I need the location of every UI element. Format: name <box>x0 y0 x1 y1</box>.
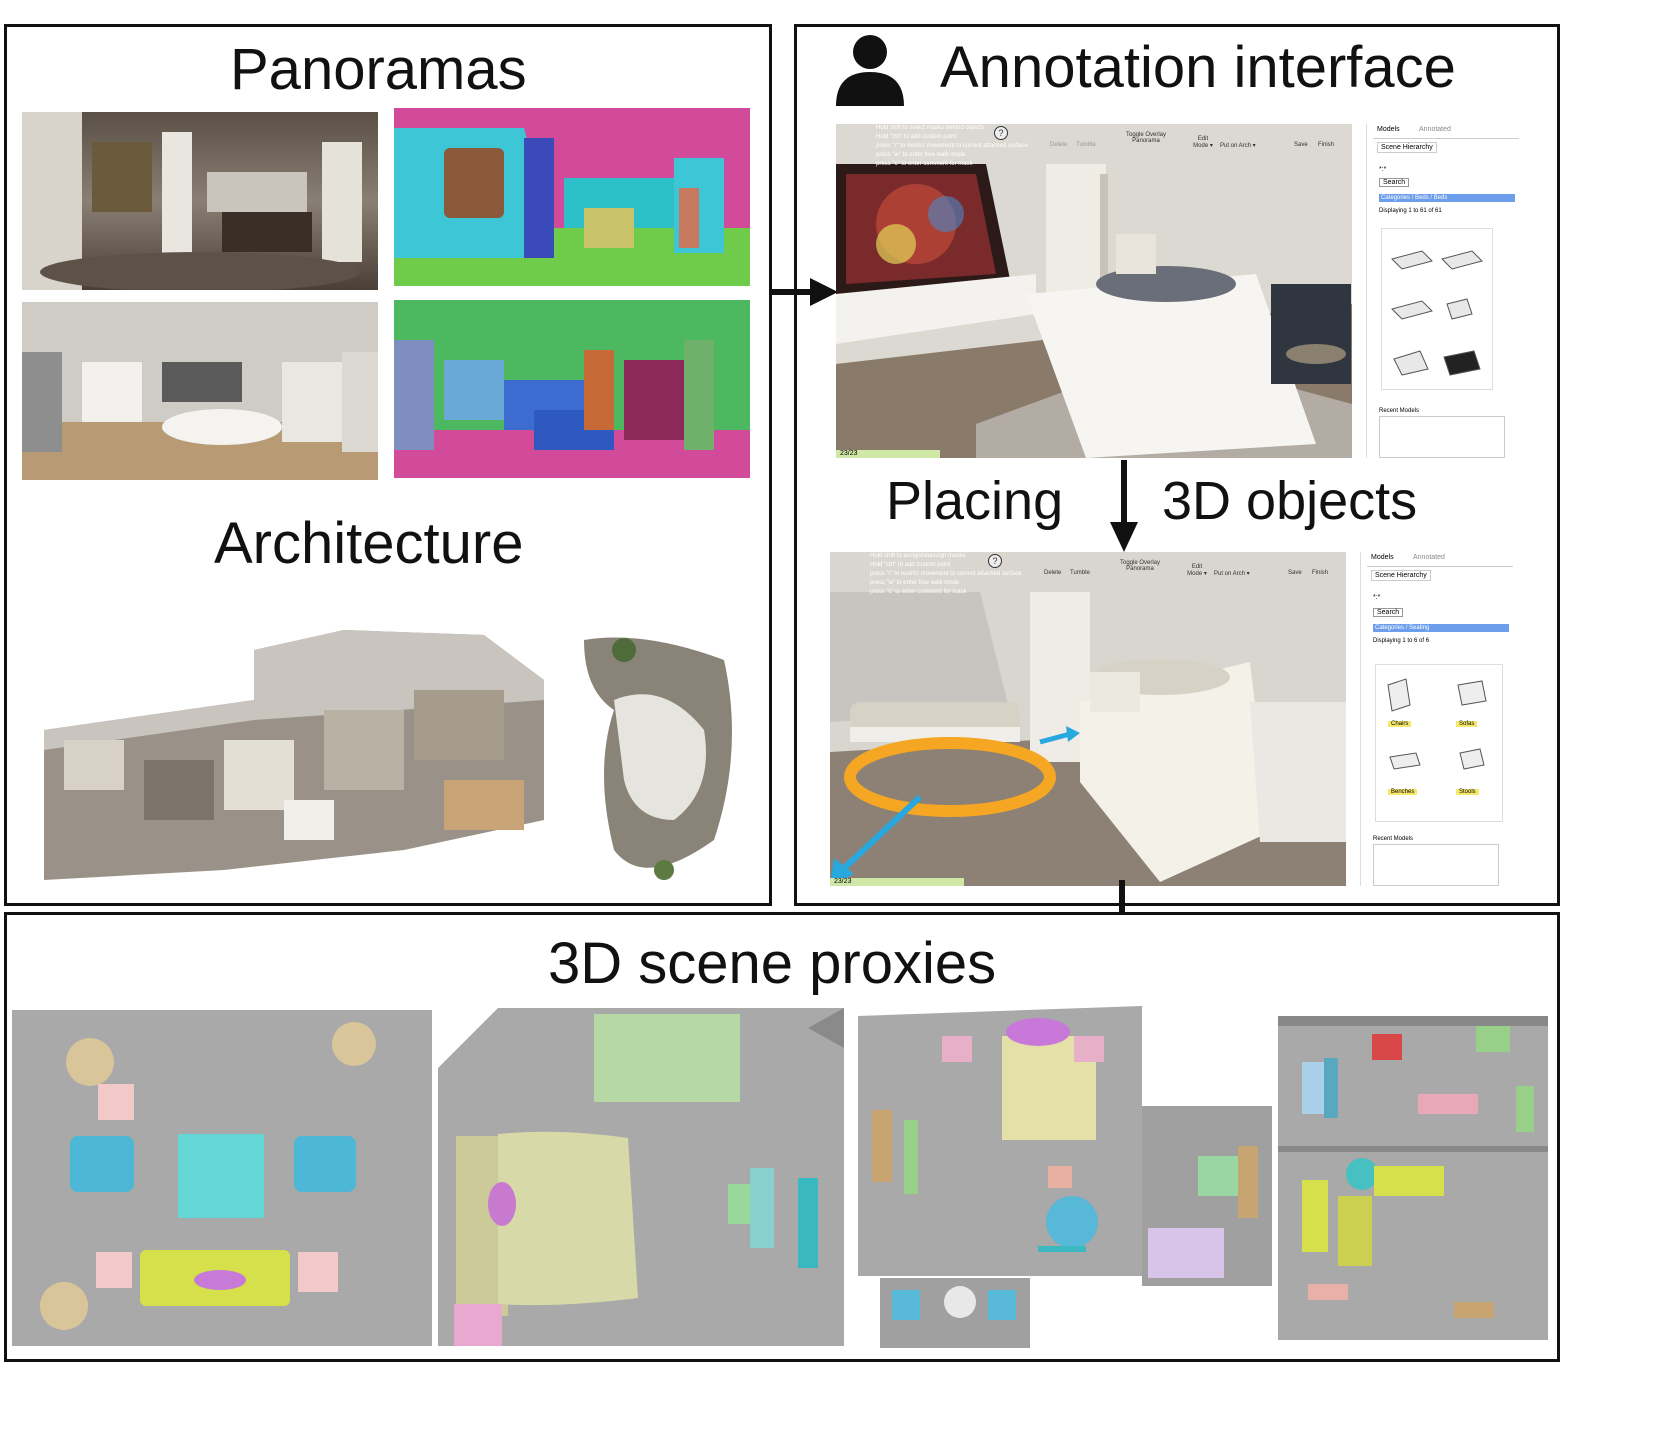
scene-hierarchy-tab[interactable]: Scene Hierarchy <box>1377 142 1437 153</box>
annotation-viewport-top[interactable]: Hold shift to select masks behind object… <box>836 124 1352 458</box>
architecture-3d-model <box>24 590 754 890</box>
architecture-title: Architecture <box>214 511 524 576</box>
counter-bar: 23/23 <box>836 450 940 458</box>
subcategory-benches[interactable]: Benches <box>1388 789 1418 795</box>
save-button[interactable]: Save <box>1294 142 1308 148</box>
result-count: Displaying 1 to 6 of 6 <box>1373 638 1430 644</box>
delete-button[interactable]: Delete <box>1050 142 1068 148</box>
recent-models-box <box>1379 416 1505 458</box>
hint-line: Hold "ctrl" to add custom point <box>870 562 951 568</box>
arrow-down-middle <box>1106 460 1142 554</box>
hint-line: press "r" to restrict movement to curren… <box>870 571 1022 577</box>
help-icon[interactable]: ? <box>994 126 1008 140</box>
objects-label: 3D objects <box>1162 471 1418 531</box>
recent-models-label: Recent Models <box>1379 408 1420 414</box>
hint-line: Hold shift to assign/unassign masks <box>870 553 966 559</box>
search-input[interactable]: *:* <box>1373 594 1381 601</box>
scene-hierarchy-tab[interactable]: Scene Hierarchy <box>1371 570 1431 581</box>
finish-button[interactable]: Finish <box>1318 142 1335 148</box>
search-button[interactable]: Search <box>1379 178 1410 187</box>
delete-button[interactable]: Delete <box>1044 570 1062 576</box>
panorama-rgb-kitchen <box>22 302 378 480</box>
tab-annotated[interactable]: Annotated <box>1419 126 1451 133</box>
panorama-segmentation-dining <box>394 108 750 286</box>
tumble-button[interactable]: Tumble <box>1070 570 1090 576</box>
hint-line: Hold "ctrl" to add custom point <box>876 134 957 140</box>
hint-line: press "r" to restrict movement to curren… <box>876 143 1028 149</box>
annotation-title: Annotation interface <box>940 35 1456 100</box>
tab-models[interactable]: Models <box>1377 126 1400 133</box>
toggle-overlay-button[interactable]: Toggle Overlay Panorama <box>1125 132 1167 144</box>
hint-line: press "c" to enter comment for mask <box>870 589 967 595</box>
model-browser-top: Models Annotated Scene Hierarchy *:* Sea… <box>1366 124 1521 458</box>
proxy-apartment-b <box>1278 1016 1548 1340</box>
recent-models-box <box>1373 844 1499 886</box>
hint-line: press "c" to enter comment for mask <box>876 161 973 167</box>
tab-annotated[interactable]: Annotated <box>1413 554 1445 561</box>
search-button[interactable]: Search <box>1373 608 1404 617</box>
tumble-button[interactable]: Tumble <box>1076 142 1096 148</box>
model-browser-bottom: Models Annotated Scene Hierarchy *:* Sea… <box>1360 552 1515 886</box>
recent-models-label: Recent Models <box>1373 836 1414 842</box>
placing-label: Placing <box>886 471 1064 531</box>
proxy-apartment-a <box>852 1006 1272 1348</box>
subcategory-chairs[interactable]: Chairs <box>1388 721 1412 727</box>
hint-list: Hold shift to select masks behind object… <box>876 124 1028 169</box>
proxy-bedroom <box>438 1008 844 1346</box>
tab-models[interactable]: Models <box>1371 554 1394 561</box>
tab-bar: Models Annotated <box>1367 552 1513 567</box>
edit-mode-button[interactable]: Edit Mode ▾ <box>1193 136 1213 149</box>
tab-bar: Models Annotated <box>1373 124 1519 139</box>
toolbar: Delete Tumble Toggle Overlay Panorama Ed… <box>1044 554 1344 580</box>
panorama-rgb-dining <box>22 112 378 290</box>
put-on-arch-button[interactable]: Put on Arch ▾ <box>1220 143 1256 149</box>
category-path[interactable]: Categories / Beds / Beds <box>1379 194 1515 202</box>
panorama-segmentation-kitchen <box>394 300 750 478</box>
panoramas-title: Panoramas <box>230 37 527 102</box>
put-on-arch-button[interactable]: Put on Arch ▾ <box>1214 571 1250 577</box>
hint-line: press "w" to enter free walk mode <box>870 580 960 586</box>
subcategory-stools[interactable]: Stools <box>1456 789 1479 795</box>
hint-list: Hold shift to assign/unassign masks Hold… <box>870 552 1022 597</box>
help-icon[interactable]: ? <box>988 554 1002 568</box>
arrow-right <box>770 272 840 312</box>
category-path[interactable]: Categories / Seating <box>1373 624 1509 632</box>
save-button[interactable]: Save <box>1288 570 1302 576</box>
annotation-viewport-bottom[interactable]: Hold shift to assign/unassign masks Hold… <box>830 552 1346 886</box>
proxy-living-room <box>12 1010 432 1346</box>
subcategory-grid: Chairs Sofas Benches Stools <box>1375 664 1503 822</box>
frame-counter: 23/23 <box>834 878 852 885</box>
person-icon <box>832 32 908 106</box>
toolbar: Delete Tumble Toggle Overlay Panorama Ed… <box>1050 126 1350 152</box>
subcategory-sofas[interactable]: Sofas <box>1456 721 1478 727</box>
hint-line: Hold shift to select masks behind object… <box>876 125 985 131</box>
proxies-title: 3D scene proxies <box>548 931 997 996</box>
model-grid <box>1381 228 1493 390</box>
edit-mode-button[interactable]: Edit Mode ▾ <box>1187 564 1207 577</box>
toggle-overlay-button[interactable]: Toggle Overlay Panorama <box>1119 560 1161 572</box>
hint-line: press "w" to enter free walk mode <box>876 152 966 158</box>
finish-button[interactable]: Finish <box>1312 570 1329 576</box>
result-count: Displaying 1 to 61 of 61 <box>1379 208 1442 214</box>
search-input[interactable]: *:* <box>1379 166 1387 173</box>
frame-counter: 23/23 <box>840 450 858 457</box>
counter-bar: 23/23 <box>830 878 964 886</box>
